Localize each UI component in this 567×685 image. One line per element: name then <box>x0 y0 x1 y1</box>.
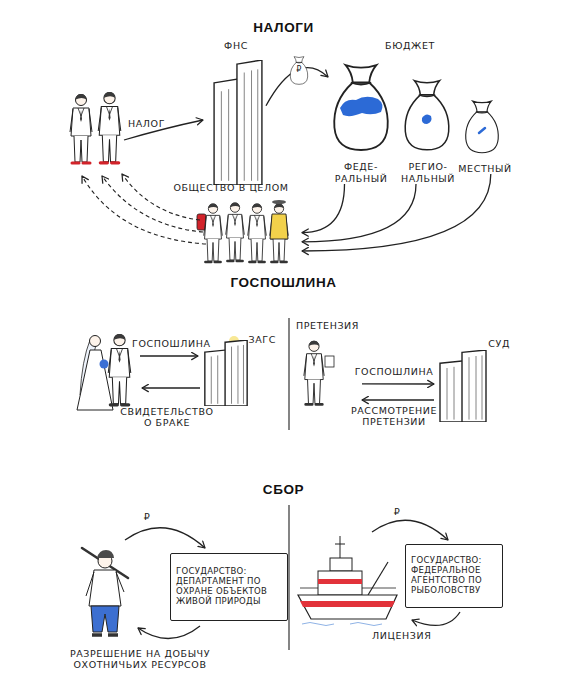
license-arrow <box>412 612 460 625</box>
arrow-label: РАЗРЕШЕНИЕ НА ДОБЫЧУ ОХОТНИЧЬИХ РЕСУРСОВ <box>62 648 218 671</box>
edge-label: РАССМОТРЕНИЕ ПРЕТЕНЗИИ <box>346 405 442 428</box>
budget-label: БЮДЖЕТ <box>375 40 445 51</box>
paper <box>325 356 334 367</box>
groom <box>108 334 131 405</box>
person <box>226 203 245 261</box>
node-text: ГОСУДАРСТВО: ДЕПАРТАМЕНТ ПО ОХРАНЕ ОБЪЕК… <box>176 567 282 606</box>
federal-bag <box>334 65 388 150</box>
arrow-label: СВИДЕТЕЛЬСТВО О БРАКЕ <box>118 406 216 429</box>
budget-bag: ФЕДЕ- РАЛЬНЫЙ <box>328 58 394 184</box>
tax-arrow <box>124 120 203 140</box>
node-text: ЗАГС <box>200 334 276 345</box>
yellow-jacket <box>270 214 288 239</box>
node-text: ОБЩЕСТВО В ЦЕЛОМ <box>160 182 302 193</box>
tax-office-building <box>214 60 262 185</box>
boots <box>92 633 118 637</box>
tax-office: ФНС <box>206 40 266 186</box>
person <box>248 204 267 262</box>
region-map <box>422 114 432 124</box>
crane <box>368 562 388 595</box>
hunter <box>82 548 128 635</box>
node-text: ФНС <box>206 40 266 51</box>
section-heading: ГОСПОШЛИНА <box>0 275 567 291</box>
currency-sign: ₽ <box>390 506 404 517</box>
hat <box>272 200 286 204</box>
flow-arrow <box>362 399 434 400</box>
local-bag <box>466 101 499 153</box>
dress <box>77 350 113 410</box>
jacket <box>89 570 121 606</box>
society-people <box>197 200 288 262</box>
person <box>270 204 289 262</box>
authority-box: ГОСУДАРСТВО: ДЕПАРТАМЕНТ ПО ОХРАНЕ ОБЪЕК… <box>170 553 288 621</box>
regional-bag <box>405 81 449 150</box>
divider <box>288 318 289 430</box>
businessmen <box>70 92 121 163</box>
budget-bag: МЕСТНЫЙ <box>456 90 514 174</box>
edge-label: ГОСПОШЛИНА <box>352 366 436 377</box>
railing <box>300 588 396 589</box>
bridge <box>330 558 352 571</box>
bouquet <box>100 360 109 369</box>
fee-arrow <box>140 355 198 356</box>
currency-sign: ₽ <box>140 511 154 522</box>
cabin <box>318 571 362 595</box>
cap <box>97 550 114 558</box>
court: СУД <box>434 338 510 422</box>
coin-bag <box>290 57 307 85</box>
person <box>204 204 223 262</box>
registry-office: ЗАГС <box>200 334 276 408</box>
payment-arrow <box>125 528 205 548</box>
permit-arrow <box>138 626 200 639</box>
node-text: ПРЕТЕНЗИЯ <box>296 320 362 331</box>
claimant: ПРЕТЕНЗИЯ <box>296 320 362 414</box>
russia-map <box>340 97 382 116</box>
water <box>302 623 382 626</box>
claimant <box>304 341 334 405</box>
flow-arrow <box>302 174 491 251</box>
arrow-label: ГОСПОШЛИНА <box>132 338 212 349</box>
registry-building <box>205 340 247 406</box>
node-text: СУД <box>434 338 510 349</box>
businessman <box>98 92 121 163</box>
arms <box>86 572 124 596</box>
edge-label: ₽ <box>293 65 305 75</box>
section-heading: НАЛОГИ <box>0 20 567 36</box>
dashed-arrow <box>122 174 200 220</box>
arrow-label: НАЛОГ <box>128 118 184 129</box>
trousers <box>91 606 119 632</box>
fishing-ship <box>298 536 397 626</box>
flow-arrow <box>302 184 416 242</box>
section-heading: СБОР <box>0 482 567 498</box>
society-group: ОБЩЕСТВО В ЦЕЛОМ <box>160 182 302 274</box>
node-text: ГОСУДАРСТВО: ФЕДЕРАЛЬНОЕ АГЕНТСТВО ПО РЫ… <box>411 556 497 595</box>
budget-bag: РЕГИО- НАЛЬНЫЙ <box>398 72 458 184</box>
hull-stripe <box>300 601 395 607</box>
node-text: ФЕДЕ- РАЛЬНЫЙ <box>328 161 394 184</box>
node-text: МЕСТНЫЙ <box>456 163 514 174</box>
cabin-stripe <box>318 579 362 584</box>
certificate-arrow <box>142 387 200 388</box>
flow-arrow <box>362 383 434 384</box>
arrow-label: ЛИЦЕНЗИЯ <box>372 630 442 641</box>
businessman <box>70 94 92 163</box>
bride-head <box>90 336 101 347</box>
local-map <box>479 128 485 133</box>
payment-arrow <box>372 520 448 540</box>
flow-arrow <box>302 184 345 233</box>
hull <box>298 595 397 619</box>
node-text: РЕГИО- НАЛЬНЫЙ <box>398 161 458 184</box>
wedding-couple <box>77 334 131 410</box>
budget-bags <box>334 65 498 153</box>
flow-arrow <box>266 68 328 106</box>
mast <box>335 536 345 560</box>
divider <box>288 505 289 650</box>
person <box>304 341 324 405</box>
court-building <box>440 350 486 422</box>
authority-box: ГОСУДАРСТВО: ФЕДЕРАЛЬНОЕ АГЕНТСТВО ПО РЫ… <box>405 544 503 608</box>
